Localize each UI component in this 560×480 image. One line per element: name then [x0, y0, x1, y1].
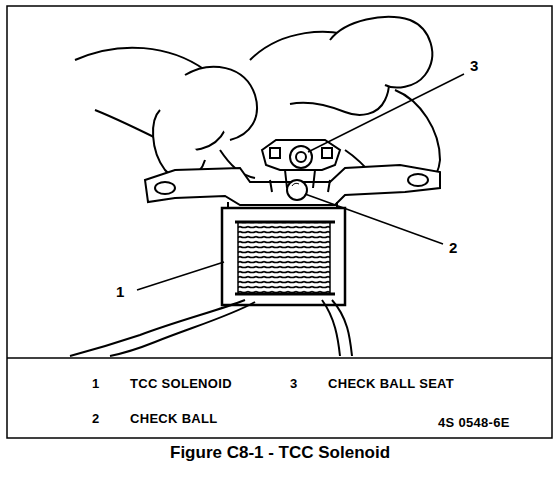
callout-number: 3	[470, 58, 478, 73]
leader-line	[137, 74, 464, 290]
part-name: TCC SOLENOID	[130, 377, 232, 390]
solenoid-wires	[70, 300, 352, 356]
part-name: CHECK BALL	[130, 412, 218, 425]
part-name: CHECK BALL SEAT	[328, 377, 454, 390]
callout-number: 1	[116, 284, 124, 299]
legend-number: 2	[92, 412, 100, 425]
figure-caption: Figure C8-1 - TCC Solenoid	[170, 444, 390, 461]
check-ball	[287, 180, 307, 200]
legend-number: 1	[92, 377, 100, 390]
legend-number: 3	[290, 377, 298, 390]
legend-divider	[7, 357, 552, 359]
figure-frame	[7, 6, 552, 438]
callout-number: 2	[449, 240, 457, 255]
solenoid-body	[222, 208, 345, 305]
hand	[75, 17, 440, 188]
figure-code: 4S 0548-6E	[438, 416, 510, 429]
